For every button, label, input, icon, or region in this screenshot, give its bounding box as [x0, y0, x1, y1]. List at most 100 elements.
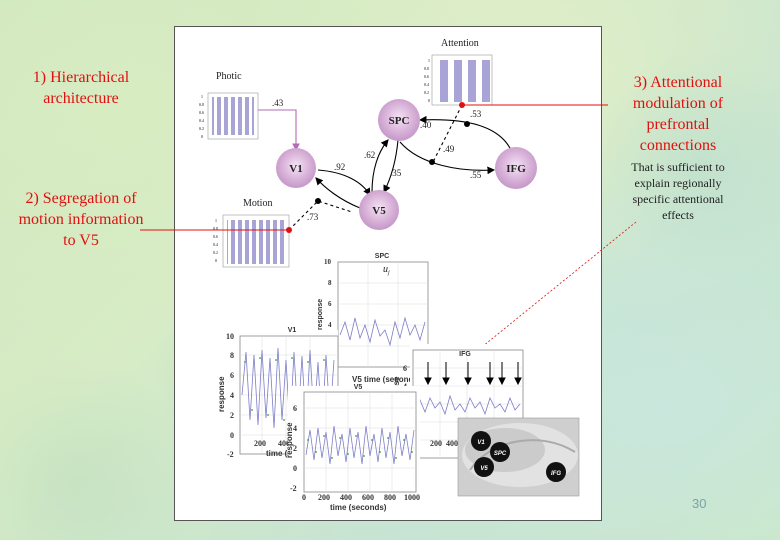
- mod-dot-motion: [315, 198, 321, 204]
- svg-text:0.8: 0.8: [424, 66, 429, 71]
- svg-text:2: 2: [230, 411, 234, 420]
- node-v1: V1: [276, 148, 316, 188]
- label-attentional: 3) Attentional modulation of prefrontal …: [632, 74, 724, 154]
- svg-text:8: 8: [328, 279, 332, 287]
- svg-text:6: 6: [328, 300, 332, 308]
- svg-text:1: 1: [215, 218, 217, 223]
- u-label: uj: [383, 264, 390, 276]
- svg-text:1000: 1000: [404, 493, 420, 502]
- page-number: 30: [692, 496, 707, 511]
- svg-text:SPC: SPC: [389, 115, 410, 127]
- mod-dot-ifg: [429, 159, 435, 165]
- svg-text:6: 6: [293, 404, 297, 413]
- svg-text:400: 400: [278, 439, 290, 448]
- input-attention: Attention 1 0.8 0.6 0.4 0.2 0: [424, 38, 493, 106]
- svg-text:4: 4: [328, 321, 332, 329]
- inset-node-v1: V1: [471, 431, 491, 451]
- svg-text:V5: V5: [480, 466, 488, 472]
- svg-text:time (seconds): time (seconds): [330, 503, 387, 512]
- weight-motion-mod: .73: [307, 212, 319, 222]
- svg-text:0.4: 0.4: [199, 118, 204, 123]
- input-photic-ticks: 1 0.8 0.6 0.4 0.2 0: [199, 94, 204, 139]
- weight-v1-v5: .92: [334, 162, 345, 172]
- edge-spc-v5: [383, 139, 399, 193]
- input-photic: Photic 1 0.8 0.6 0.4 0.2 0: [199, 71, 259, 140]
- svg-text:0.6: 0.6: [424, 74, 429, 79]
- svg-text:0: 0: [230, 431, 234, 440]
- svg-text:0: 0: [215, 258, 217, 263]
- svg-text:600: 600: [362, 493, 374, 502]
- label-segregation: 2) Segregation of motion information to …: [18, 190, 144, 249]
- edge-spc-ifg: [399, 141, 496, 175]
- svg-text:0.2: 0.2: [199, 126, 204, 131]
- svg-text:10: 10: [226, 332, 234, 341]
- node-v5: V5: [359, 190, 399, 230]
- weight-spc-v5-b: .35: [390, 168, 402, 178]
- svg-text:0.2: 0.2: [424, 90, 429, 95]
- weight-ifg-spc: .49: [443, 144, 455, 154]
- input-motion-label: Motion: [243, 198, 272, 209]
- svg-text:4: 4: [293, 424, 297, 433]
- svg-text:10: 10: [324, 258, 332, 266]
- edge-v5-v1: [315, 177, 361, 209]
- svg-text:0: 0: [293, 464, 297, 473]
- svg-text:6: 6: [230, 371, 234, 380]
- svg-text:response: response: [285, 422, 294, 458]
- svg-text:SPC: SPC: [375, 253, 389, 260]
- edge-photic-v1: [258, 109, 300, 152]
- label-sufficient: That is sufficient to explain regionally…: [631, 160, 725, 222]
- svg-text:-2: -2: [290, 484, 297, 493]
- svg-text:400: 400: [446, 439, 458, 448]
- svg-text:V5: V5: [354, 384, 363, 391]
- svg-text:0.6: 0.6: [199, 110, 204, 115]
- svg-text:-2: -2: [227, 450, 234, 459]
- svg-text:V1: V1: [289, 163, 302, 175]
- svg-text:6: 6: [403, 364, 407, 373]
- input-motion-ticks: 1 0.8 0.6 0.4 0.2 0: [213, 218, 218, 263]
- plot-v5: V5 6 4 2 0 -2 0 200 400 600 800 1000 res…: [285, 384, 420, 512]
- svg-text:IFG: IFG: [506, 163, 526, 175]
- edge-v1-v5: [317, 169, 371, 196]
- svg-text:V5: V5: [372, 205, 386, 217]
- input-motion: Motion 1 0.8 0.6 0.4 0.2 0: [213, 198, 290, 268]
- svg-text:IFG: IFG: [551, 471, 561, 477]
- svg-text:0.8: 0.8: [199, 102, 204, 107]
- svg-text:4: 4: [230, 391, 234, 400]
- svg-text:response: response: [317, 299, 324, 330]
- svg-text:1: 1: [201, 94, 203, 99]
- brain-inset: V1 SPC V5 IFG: [457, 417, 580, 497]
- weight-v5-spc: .62: [364, 150, 375, 160]
- weight-spc-v5-a: .40: [420, 120, 432, 130]
- connections: [258, 104, 513, 231]
- svg-text:200: 200: [254, 439, 266, 448]
- red-pointers: [140, 102, 637, 356]
- input-photic-label: Photic: [216, 71, 242, 82]
- weight-photic-v1: .43: [272, 98, 284, 108]
- edge-attention-mod: [432, 104, 463, 163]
- weight-spc-ifg: .55: [470, 170, 482, 180]
- svg-text:SPC: SPC: [494, 451, 507, 457]
- svg-text:200: 200: [318, 493, 330, 502]
- v5-truncated-xlabel: V5 time (seconds): [352, 375, 421, 384]
- svg-text:800: 800: [384, 493, 396, 502]
- svg-text:0: 0: [201, 134, 203, 139]
- svg-text:0.2: 0.2: [213, 250, 218, 255]
- svg-text:200: 200: [430, 439, 442, 448]
- edge-ifg-spc: [418, 115, 513, 153]
- svg-text:1: 1: [428, 58, 430, 63]
- svg-text:V1: V1: [477, 440, 485, 446]
- label-hierarchical: 1) Hierarchical architecture: [32, 69, 130, 107]
- svg-text:400: 400: [340, 493, 352, 502]
- input-attention-label: Attention: [441, 38, 479, 49]
- svg-text:V1: V1: [288, 327, 297, 334]
- inset-node-spc: SPC: [490, 442, 510, 462]
- svg-text:8: 8: [230, 351, 234, 360]
- edge-motion-mod: [288, 200, 353, 231]
- svg-text:0.8: 0.8: [213, 226, 218, 231]
- svg-text:0: 0: [428, 98, 430, 103]
- svg-text:0: 0: [302, 493, 306, 502]
- weight-attention-mod: .53: [470, 109, 482, 119]
- svg-text:IFG: IFG: [459, 351, 471, 358]
- svg-text:0.6: 0.6: [213, 234, 218, 239]
